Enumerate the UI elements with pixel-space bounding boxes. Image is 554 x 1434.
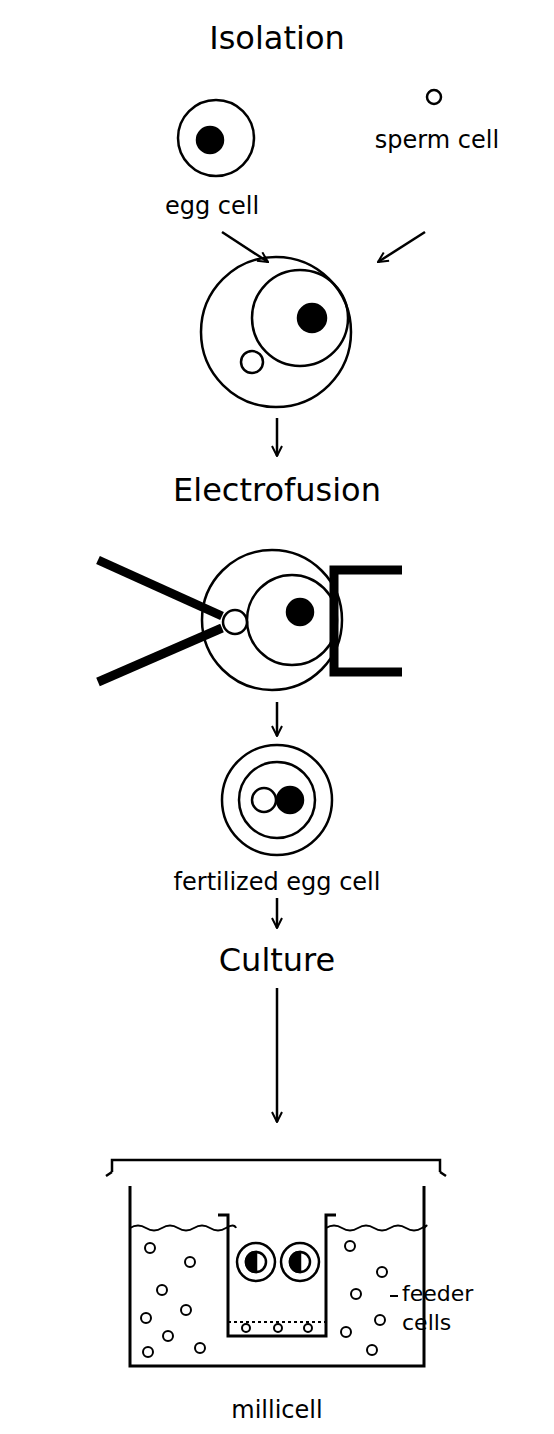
- cell-label: fertilized egg cell: [170, 866, 385, 898]
- membrane: [228, 1321, 326, 1323]
- ovule-outline: [201, 257, 351, 407]
- electrode: [98, 560, 222, 616]
- stage-heading: Electrofusion: [173, 471, 381, 509]
- nucleus: [246, 1252, 266, 1272]
- nucleus: [197, 127, 223, 153]
- cell-label-text: sperm cell: [375, 126, 499, 154]
- lid: [112, 1160, 440, 1172]
- stage-heading: Culture: [219, 941, 335, 979]
- arrow: [378, 232, 425, 262]
- fertilized-outline: [222, 745, 332, 855]
- medium-surface: [130, 1226, 427, 1231]
- nucleus: [290, 1252, 310, 1272]
- egg-cell: [247, 575, 337, 665]
- egg-cell: [178, 100, 254, 176]
- cell-label-text: millicell: [231, 1396, 322, 1424]
- sperm-cell: [241, 351, 263, 373]
- nucleus: [287, 599, 313, 625]
- nucleus: [290, 1252, 300, 1272]
- label-text: Isolation: [209, 19, 344, 57]
- electrode: [98, 628, 222, 682]
- arrow: [276, 418, 279, 456]
- egg-cell: [239, 762, 315, 838]
- label-text: Electrofusion: [173, 471, 381, 509]
- fusion-chamber: [202, 550, 342, 690]
- sperm-cell: [223, 610, 247, 634]
- container: [130, 1186, 424, 1366]
- sperm-cell: [427, 90, 441, 104]
- arrow: [276, 898, 279, 928]
- cell-label: egg cell: [161, 190, 263, 222]
- cell-label-text: fertilized egg cell: [174, 868, 381, 896]
- cultured-cell: [281, 1243, 319, 1281]
- stage-heading: Isolation: [209, 19, 344, 57]
- lid: [106, 1172, 446, 1176]
- cell-label: sperm cell: [371, 124, 503, 156]
- arrow: [276, 702, 279, 736]
- sperm-nucleus: [252, 788, 276, 812]
- nucleus: [298, 304, 326, 332]
- part-label: feeder cells: [402, 1280, 502, 1337]
- cultured-cell: [237, 1243, 275, 1281]
- arrow: [276, 988, 279, 1122]
- cell-label-text: egg cell: [165, 192, 259, 220]
- egg-nucleus: [277, 787, 303, 813]
- label-text: feeder cells: [402, 1280, 502, 1337]
- leader-line: [390, 1295, 398, 1297]
- electrode: [334, 570, 402, 672]
- cell-label: millicell: [227, 1394, 326, 1426]
- egg-cell: [252, 270, 348, 366]
- feeder-cell: [141, 1241, 387, 1357]
- label-text: Culture: [219, 941, 335, 979]
- nucleus: [246, 1252, 256, 1272]
- culture-insert: [218, 1215, 336, 1336]
